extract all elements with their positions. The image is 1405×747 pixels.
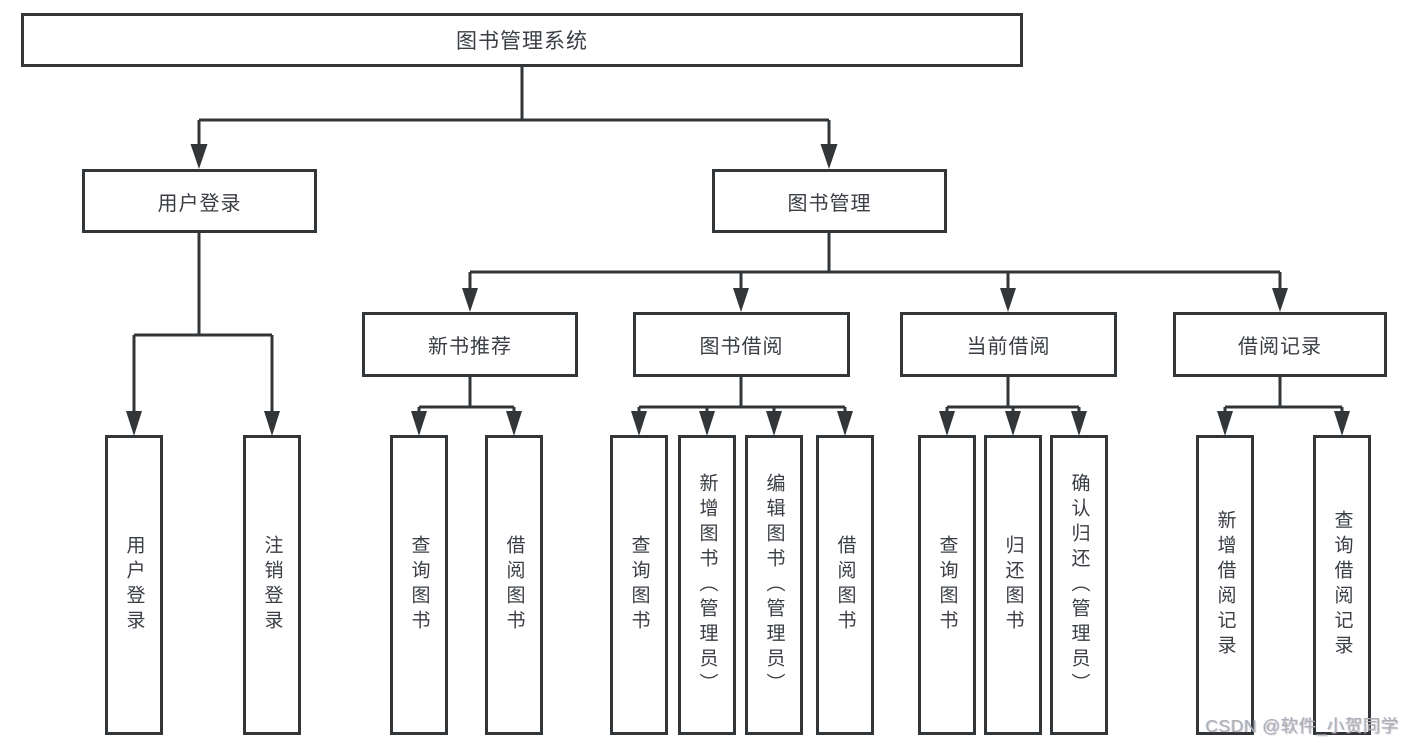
node-borrowing-records: 借阅记录 bbox=[1173, 312, 1387, 377]
node-library-management-system: 图书管理系统 bbox=[21, 13, 1023, 67]
leaf-borrow-books: 借阅图书 bbox=[816, 435, 874, 735]
leaf-query-borrow-record: 查询借阅记录 bbox=[1313, 435, 1371, 735]
leaf-label: 查询图书 bbox=[936, 535, 958, 635]
node-book-management: 图书管理 bbox=[712, 169, 947, 233]
node-label: 当前借阅 bbox=[966, 336, 1051, 358]
node-current-borrowing: 当前借阅 bbox=[900, 312, 1117, 377]
node-book-borrowing: 图书借阅 bbox=[633, 312, 850, 377]
leaf-confirm-return-admin: 确认归还（管理员） bbox=[1050, 435, 1108, 735]
leaf-label: 查询图书 bbox=[628, 535, 650, 635]
leaf-label: 归还图书 bbox=[1002, 535, 1024, 635]
leaf-edit-books-admin: 编辑图书（管理员） bbox=[745, 435, 803, 735]
node-label: 用户登录 bbox=[157, 192, 242, 215]
leaf-label: 借阅图书 bbox=[503, 535, 525, 635]
leaf-logout: 注销登录 bbox=[243, 435, 301, 735]
node-label: 借阅记录 bbox=[1238, 336, 1322, 358]
leaf-label: 用户登录 bbox=[123, 535, 145, 635]
leaf-query-books-recommend: 查询图书 bbox=[390, 435, 448, 735]
leaf-add-books-admin: 新增图书（管理员） bbox=[678, 435, 736, 735]
node-label: 图书管理 bbox=[787, 192, 872, 215]
leaf-label: 借阅图书 bbox=[834, 535, 856, 635]
leaf-add-borrow-record: 新增借阅记录 bbox=[1196, 435, 1254, 735]
leaf-label: 查询图书 bbox=[408, 535, 430, 635]
leaf-label: 新增图书（管理员） bbox=[696, 472, 718, 698]
leaf-label: 编辑图书（管理员） bbox=[763, 472, 785, 698]
leaf-label: 注销登录 bbox=[261, 535, 283, 635]
csdn-watermark: CSDN @软件_小贺同学 bbox=[1205, 716, 1399, 736]
leaf-query-books-current: 查询图书 bbox=[918, 435, 976, 735]
leaf-label: 查询借阅记录 bbox=[1331, 510, 1353, 660]
leaf-label: 新增借阅记录 bbox=[1214, 510, 1236, 660]
leaf-return-books: 归还图书 bbox=[984, 435, 1042, 735]
node-label: 新书推荐 bbox=[428, 336, 512, 358]
leaf-query-books-borrow: 查询图书 bbox=[610, 435, 668, 735]
leaf-label: 确认归还（管理员） bbox=[1068, 472, 1090, 698]
node-user-login: 用户登录 bbox=[82, 169, 317, 233]
node-label: 图书管理系统 bbox=[456, 30, 588, 53]
node-new-book-recommendation: 新书推荐 bbox=[362, 312, 578, 377]
node-label: 图书借阅 bbox=[699, 336, 784, 358]
leaf-user-login: 用户登录 bbox=[105, 435, 163, 735]
leaf-borrow-books-recommend: 借阅图书 bbox=[485, 435, 543, 735]
